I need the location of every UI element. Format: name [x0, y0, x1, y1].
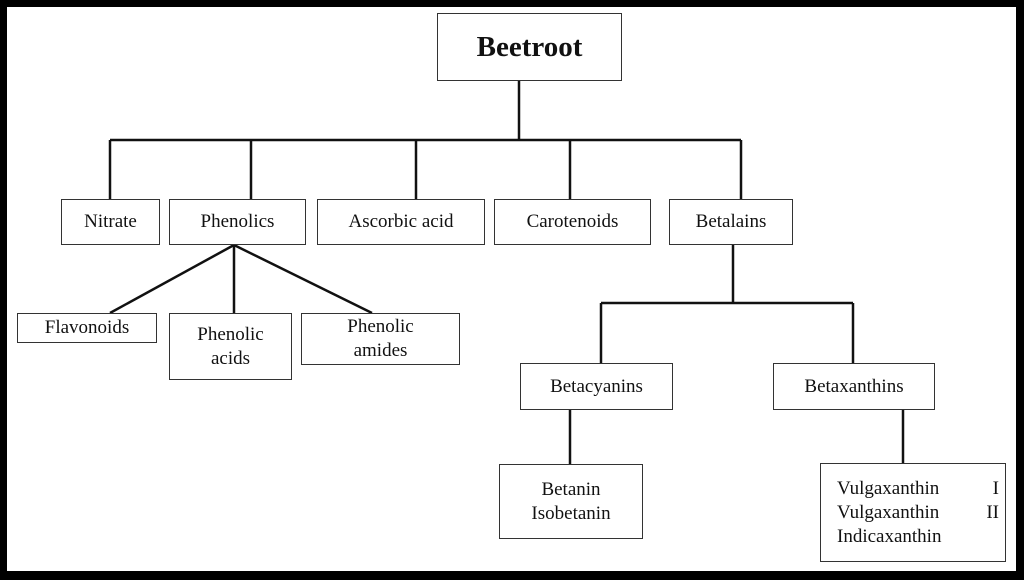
- node-betaxanthins: Betaxanthins: [773, 363, 935, 410]
- vulgaxanthin-row-1: Vulgaxanthin I: [837, 477, 999, 501]
- connector-flavonoids: [109, 243, 235, 315]
- compound-name: Vulgaxanthin: [837, 501, 940, 523]
- node-label: Phenolics: [200, 211, 275, 232]
- node-betanin-group: Betanin Isobetanin: [499, 464, 643, 539]
- node-label: Betaxanthins: [804, 375, 904, 397]
- node-carotenoids: Carotenoids: [494, 199, 651, 245]
- node-label: Flavonoids: [44, 317, 130, 338]
- node-betacyanins: Betacyanins: [520, 363, 673, 410]
- node-nitrate: Nitrate: [61, 199, 160, 245]
- compound-name: Vulgaxanthin: [837, 477, 940, 499]
- node-label: Nitrate: [84, 211, 137, 232]
- node-label-line1: Betanin: [541, 478, 601, 500]
- node-vulgaxanthin-group: Vulgaxanthin I Vulgaxanthin II Indicaxan…: [820, 463, 1006, 562]
- connector-phenolic-amides: [233, 243, 373, 315]
- node-ascorbic-acid: Ascorbic acid: [317, 199, 485, 245]
- node-label: Ascorbic acid: [348, 211, 454, 232]
- connector-lines: [108, 81, 905, 464]
- node-phenolics: Phenolics: [169, 199, 306, 245]
- node-label: Betalains: [695, 211, 767, 232]
- root-node-beetroot: Beetroot: [437, 13, 622, 81]
- node-label: Betacyanins: [550, 375, 643, 397]
- node-phenolic-amides: Phenolic amides: [301, 313, 460, 365]
- node-label: Carotenoids: [526, 211, 619, 232]
- node-label-line1: Phenolic: [197, 323, 264, 345]
- vulgaxanthin-row-2: Vulgaxanthin II: [837, 501, 999, 525]
- root-label: Beetroot: [476, 31, 583, 63]
- node-label-line1: Phenolic: [347, 316, 414, 337]
- compound-name: Indicaxanthin: [837, 525, 942, 547]
- compound-number: II: [986, 501, 999, 523]
- node-flavonoids: Flavonoids: [17, 313, 157, 343]
- node-label-line2: amides: [353, 340, 408, 361]
- node-phenolic-acids: Phenolic acids: [169, 313, 292, 380]
- diagram-canvas: Beetroot Nitrate Phenolics Ascorbic acid…: [7, 7, 1016, 571]
- node-label-line2: acids: [210, 347, 251, 369]
- node-betalains: Betalains: [669, 199, 793, 245]
- compound-number: I: [992, 477, 999, 499]
- node-label-line2: Isobetanin: [531, 502, 611, 524]
